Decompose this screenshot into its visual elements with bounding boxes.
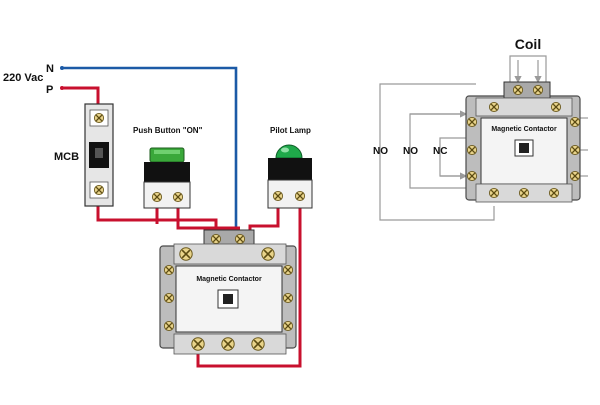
nc-label: NC	[433, 146, 447, 157]
mcb-breaker	[84, 103, 114, 207]
explanation-lines	[379, 55, 588, 221]
phase-label: P	[46, 84, 53, 96]
contactor-main-label: Magnetic Contactor	[196, 276, 262, 283]
push-button-on	[143, 147, 191, 209]
supply-voltage-label: 220 Vac	[3, 72, 43, 84]
phase-wires	[62, 86, 302, 368]
push-button-label: Push Button "ON"	[133, 126, 203, 135]
phase-terminal-dot	[60, 86, 64, 90]
contactor-side-label: Magnetic Contactor	[491, 126, 557, 133]
neutral-label: N	[46, 63, 54, 75]
no-outer-label: NO	[373, 146, 388, 157]
magnetic-contactor-main	[159, 229, 297, 355]
pilot-lamp	[267, 144, 313, 209]
neutral-wire	[62, 66, 238, 232]
magnetic-contactor-side	[465, 81, 581, 203]
coil-label: Coil	[515, 36, 541, 52]
mcb-label: MCB	[54, 151, 79, 163]
no-inner-label: NO	[403, 146, 418, 157]
neutral-terminal-dot	[60, 66, 64, 70]
pilot-lamp-label: Pilot Lamp	[270, 126, 311, 135]
